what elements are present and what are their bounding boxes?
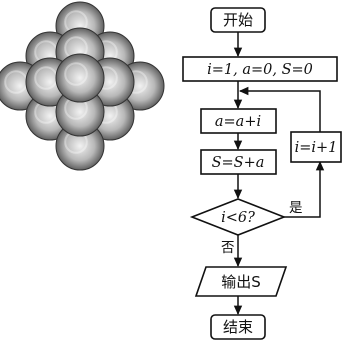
arrow-loop-back [238,86,321,132]
sphere-pile-illustration [0,1,165,171]
no-label: 否 [221,240,235,256]
step-a-label: a=a+i [215,114,261,130]
increment-label: i=i+1 [295,140,338,156]
end-box [210,314,266,340]
start-label: 开始 [223,11,253,29]
yes-label: 是 [289,200,303,216]
arrow-yes-branch [284,160,325,218]
output-label: 输出S [221,273,261,291]
decision-label: i<6? [221,210,255,226]
end-label: 结束 [223,318,253,336]
output-box [194,266,288,297]
increment-box [290,131,342,163]
sphere-highlight [64,62,88,86]
step-a-box [200,108,277,134]
step-s-box [200,149,277,175]
step-s-label: S=S+a [212,155,265,171]
sphere [55,53,105,103]
flowchart: 开始 i=1, a=0, S=0 a=a+i S=S+a i<6? 是 i=i+… [182,7,342,340]
init-label: i=1, a=0, S=0 [207,62,313,78]
init-box [182,56,338,82]
